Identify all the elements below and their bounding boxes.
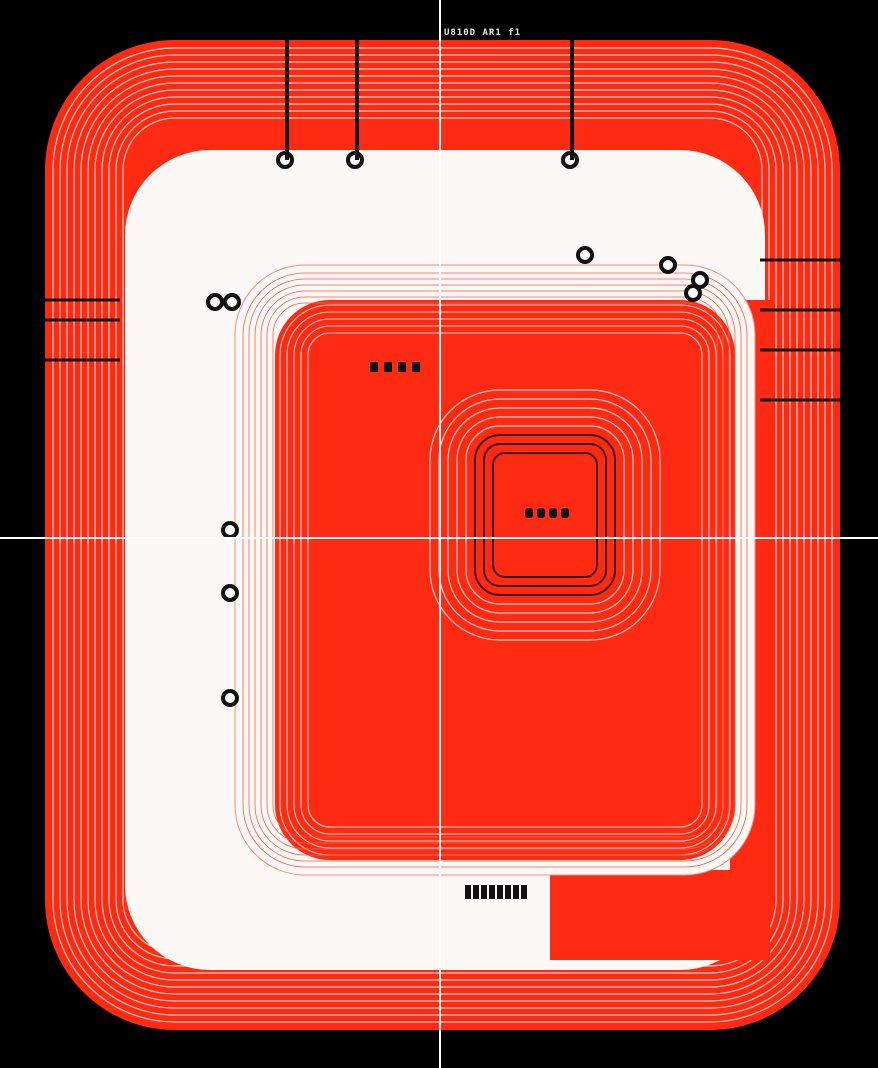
outer-trace <box>52 47 833 1023</box>
core-ring <box>483 443 607 587</box>
via-pad <box>221 521 239 539</box>
via-pad <box>691 271 709 289</box>
inner-white-trace <box>272 302 718 838</box>
smd-pad <box>525 508 533 518</box>
core-ring <box>456 416 634 614</box>
inner-white-trace <box>266 296 724 844</box>
smd-pad <box>561 508 569 518</box>
inner-trace <box>293 318 717 842</box>
via-pad <box>576 246 594 264</box>
smd-pad <box>513 885 519 899</box>
via-pad <box>684 284 702 302</box>
inner-white-trace <box>260 290 730 850</box>
outer-trace <box>73 68 812 1002</box>
core-ring <box>474 434 616 596</box>
outer-trace <box>94 89 791 981</box>
core-ring <box>429 389 661 641</box>
smd-pad <box>489 885 495 899</box>
core-ring <box>465 425 625 605</box>
smd-pad <box>370 362 378 372</box>
via-pad <box>659 256 677 274</box>
outer-trace <box>87 82 798 988</box>
inner-white-trace <box>248 278 742 862</box>
outer-trace <box>66 61 819 1009</box>
component-pads <box>40 40 840 899</box>
processor-core-rings <box>429 389 661 641</box>
outer-trace <box>59 54 826 1016</box>
smd-pad <box>465 885 471 899</box>
inner-white-trace <box>242 272 748 868</box>
inner-trace-bundle <box>242 272 748 868</box>
smd-pad <box>521 885 527 899</box>
via-pad <box>223 293 241 311</box>
inner-white-trace <box>254 284 736 856</box>
smd-pad <box>412 362 420 372</box>
smd-pad <box>497 885 503 899</box>
inner-trace <box>307 332 703 828</box>
smd-pad <box>473 885 479 899</box>
smd-pad <box>505 885 511 899</box>
core-ring <box>447 407 643 623</box>
via-pad <box>221 689 239 707</box>
core-ring <box>492 452 598 578</box>
smd-pad <box>537 508 545 518</box>
via-pad <box>206 293 224 311</box>
board-label: U810D AR1 f1 <box>444 28 522 38</box>
via-pad <box>221 584 239 602</box>
outer-trace <box>80 75 805 995</box>
smd-pad <box>549 508 557 518</box>
inner-trace <box>300 325 710 835</box>
smd-pad <box>481 885 487 899</box>
smd-pad <box>384 362 392 372</box>
outer-trace <box>101 96 784 974</box>
smd-pad <box>398 362 406 372</box>
center-copper-pour <box>318 335 663 795</box>
